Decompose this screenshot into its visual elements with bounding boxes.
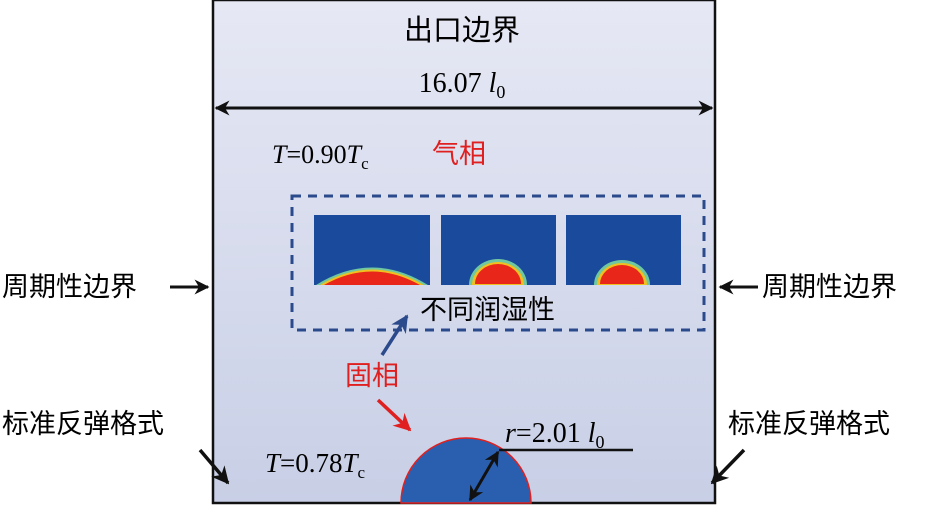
wettability-label: 不同润湿性 xyxy=(420,295,555,326)
left-bounce-back-arrow xyxy=(198,448,230,485)
outlet-boundary-label: 出口边界 xyxy=(404,13,520,47)
wettability-inset-box xyxy=(290,194,706,332)
right-bounce-back-label: 标准反弹格式 xyxy=(728,409,890,440)
radius-arrow xyxy=(468,450,500,502)
solid-phase-label: 固相 xyxy=(345,361,399,392)
wettability-panel-3 xyxy=(566,215,681,285)
left-periodic-boundary-label: 周期性边界 xyxy=(2,272,137,303)
solid-phase-arrow xyxy=(376,398,412,432)
radius-label: r=2.01 l0 xyxy=(505,418,604,452)
gas-temperature: T=0.90Tc xyxy=(272,140,369,173)
wettability-panel-2 xyxy=(441,215,556,285)
right-periodic-boundary-label: 周期性边界 xyxy=(762,272,897,303)
wettability-pointer-arrow xyxy=(380,314,409,356)
solid-temperature: T=0.78Tc xyxy=(265,448,366,482)
left-bounce-back-label: 标准反弹格式 xyxy=(2,409,164,440)
right-bounce-back-arrow xyxy=(710,448,746,485)
wettability-panel-1 xyxy=(314,215,430,285)
gas-phase-label: 气相 xyxy=(432,139,486,170)
domain-width-label: 16.07 l0 xyxy=(419,68,506,102)
